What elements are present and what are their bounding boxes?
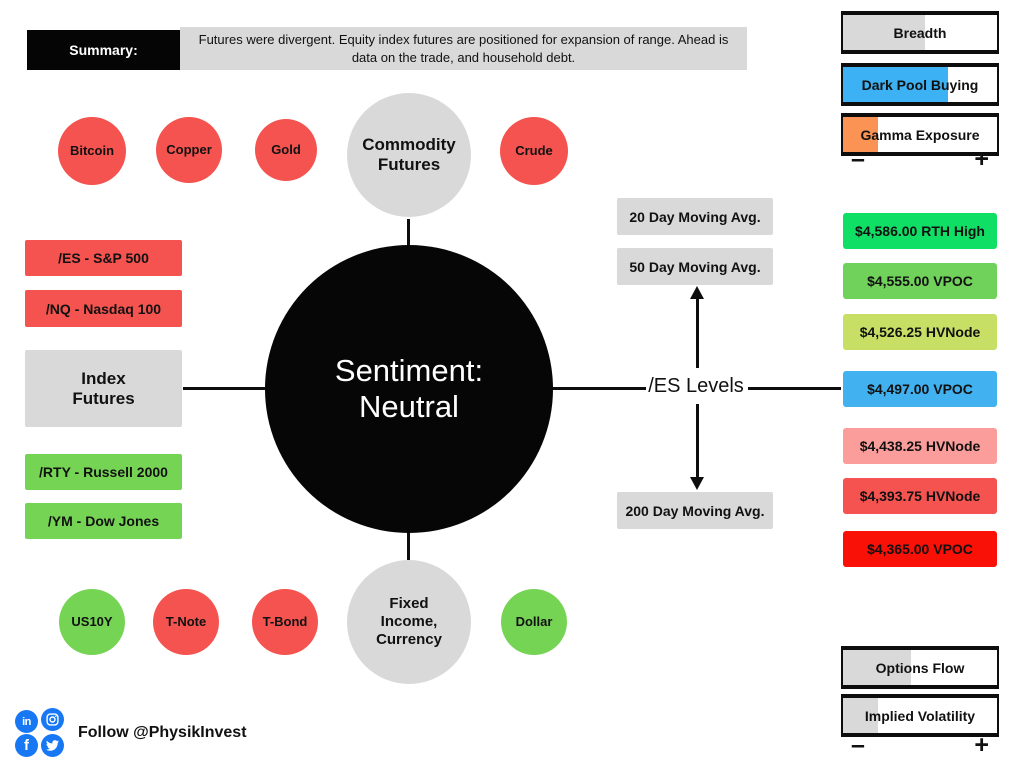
es-levels-label: /ES Levels	[648, 375, 744, 397]
commodity-futures-hub: Commodity Futures	[347, 93, 471, 217]
sentiment-line2: Neutral	[359, 389, 459, 424]
breadth-gauge-fill	[843, 15, 925, 50]
nq-nasdaq-box: /NQ - Nasdaq 100	[25, 290, 182, 327]
level-hvnode-4438: $4,438.25 HVNode	[843, 428, 997, 464]
t-note-node: T-Note	[153, 589, 219, 655]
ma-20-day-box: 20 Day Moving Avg.	[617, 198, 773, 235]
arrow-down-head-icon	[690, 477, 704, 490]
ma-50-day-box: 50 Day Moving Avg.	[617, 248, 773, 285]
dark-pool-buying-gauge-fill	[843, 67, 948, 102]
connector-right	[553, 387, 646, 390]
summary-label: Summary:	[27, 30, 180, 70]
options-flow-gauge-label: Options Flow	[875, 659, 965, 676]
twitter-icon[interactable]	[41, 734, 64, 757]
level-rth-high: $4,586.00 RTH High	[843, 213, 997, 249]
linkedin-icon[interactable]: in	[15, 710, 38, 733]
copper-node: Copper	[156, 117, 222, 183]
crude-node: Crude	[500, 117, 568, 185]
implied-volatility-gauge: Implied Volatility	[841, 694, 999, 737]
plus-sign: +	[974, 144, 989, 173]
rty-russell-box: /RTY - Russell 2000	[25, 454, 182, 490]
summary-text: Futures were divergent. Equity index fut…	[180, 27, 747, 70]
minus-sign: –	[851, 730, 865, 759]
gold-node: Gold	[255, 119, 317, 181]
breadth-gauge: Breadth	[841, 11, 999, 54]
options-flow-gauge: Options Flow	[841, 646, 999, 689]
gamma-exposure-gauge-label: Gamma Exposure	[860, 126, 980, 143]
ym-dow-box: /YM - Dow Jones	[25, 503, 182, 539]
index-futures-hub: Index Futures	[25, 350, 182, 427]
dollar-node: Dollar	[501, 589, 567, 655]
follow-handle: Follow @PhysikInvest	[78, 724, 247, 741]
arrow-up-shaft	[696, 298, 699, 368]
minus-sign: –	[851, 144, 865, 173]
dark-pool-buying-gauge: Dark Pool Buying	[841, 63, 999, 106]
gamma-exposure-gauge: Gamma Exposure	[841, 113, 999, 156]
top-gauge-scale: – +	[841, 144, 999, 173]
arrow-down-shaft	[696, 404, 699, 478]
level-vpoc-4497: $4,497.00 VPOC	[843, 371, 997, 407]
arrow-up-head-icon	[690, 286, 704, 299]
us10y-node: US10Y	[59, 589, 125, 655]
dark-pool-buying-gauge-label: Dark Pool Buying	[861, 76, 979, 93]
connector-left	[183, 387, 265, 390]
implied-volatility-gauge-fill	[843, 698, 879, 733]
facebook-icon[interactable]: f	[15, 734, 38, 757]
connector-bottom	[407, 532, 410, 560]
fixed-income-hub: Fixed Income, Currency	[347, 560, 471, 684]
sentiment-line1: Sentiment:	[334, 353, 484, 389]
gamma-exposure-gauge-fill	[843, 117, 879, 152]
t-bond-node: T-Bond	[252, 589, 318, 655]
options-flow-gauge-fill	[843, 650, 911, 685]
index-futures-hub-label: Index Futures	[72, 368, 135, 408]
level-hvnode-4393: $4,393.75 HVNode	[843, 478, 997, 514]
implied-volatility-gauge-label: Implied Volatility	[864, 707, 976, 724]
sentiment-circle: Sentiment: Neutral	[265, 245, 553, 533]
connector-top	[407, 219, 410, 246]
breadth-gauge-label: Breadth	[893, 24, 947, 41]
plus-sign: +	[974, 730, 989, 759]
ma-200-day-box: 200 Day Moving Avg.	[617, 492, 773, 529]
es-sp500-box: /ES - S&P 500	[25, 240, 182, 276]
level-vpoc-4555: $4,555.00 VPOC	[843, 263, 997, 299]
level-vpoc-4365: $4,365.00 VPOC	[843, 531, 997, 567]
bitcoin-node: Bitcoin	[58, 117, 126, 185]
bottom-gauge-scale: – +	[841, 730, 999, 759]
connector-to-levels	[748, 387, 841, 390]
level-hvnode-4526: $4,526.25 HVNode	[843, 314, 997, 350]
instagram-icon[interactable]	[41, 708, 64, 731]
